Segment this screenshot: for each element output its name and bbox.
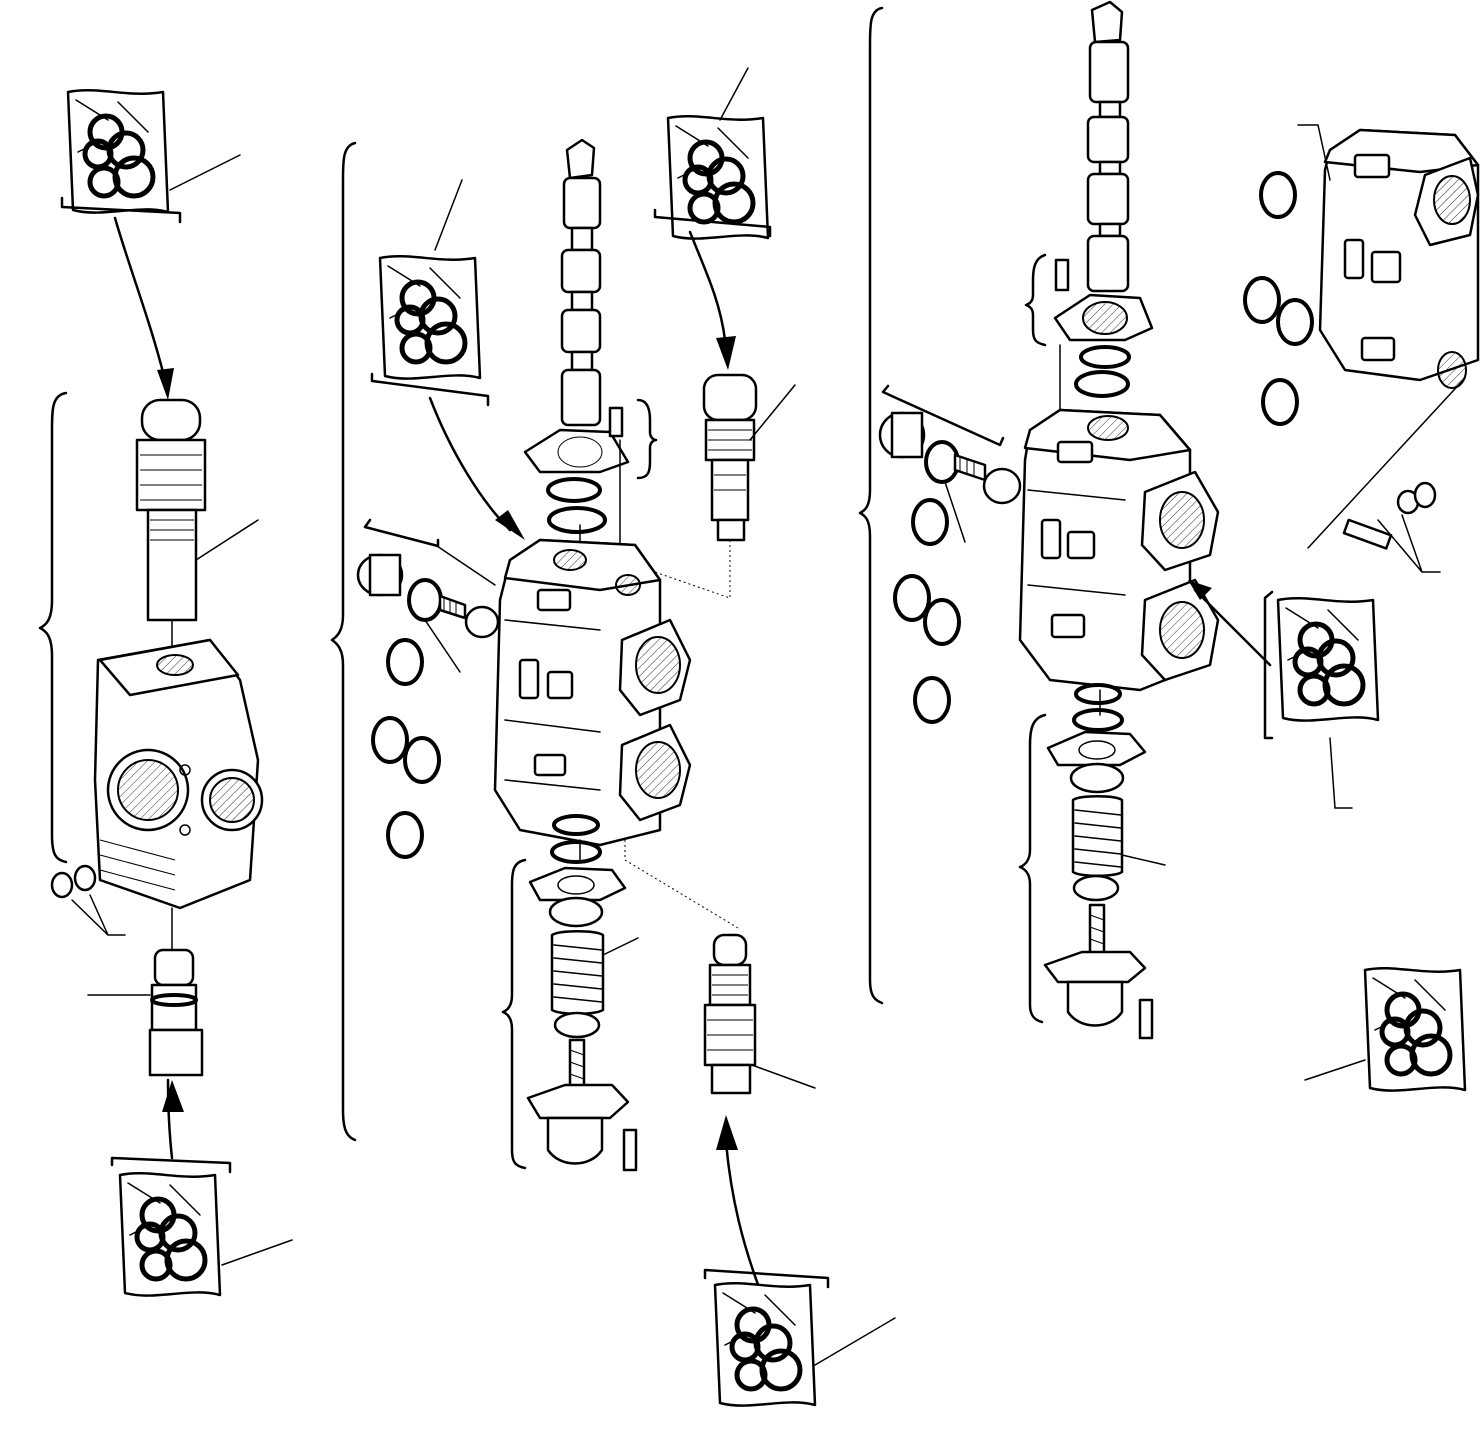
left-valve-section xyxy=(38,90,293,1295)
center-plug-brace xyxy=(363,518,440,548)
center-bottom-kit-brace xyxy=(703,1268,830,1289)
right-plug-brace xyxy=(881,384,1005,447)
right-mid-kit-arrow xyxy=(1193,588,1272,667)
right-spring-assembly xyxy=(1043,762,1154,1040)
right-bottom-kit-leader xyxy=(1304,1059,1366,1081)
left-relief-cartridge xyxy=(135,398,207,622)
center-left-arrow-head-icon xyxy=(495,510,525,540)
center-lower-brace xyxy=(501,858,527,1170)
center-oring-leader xyxy=(424,619,461,673)
center-seal-brace xyxy=(636,398,658,480)
center-spring-assembly xyxy=(526,896,638,1172)
center-cartridge-leader xyxy=(749,384,796,441)
center-lower-cartridge-leader xyxy=(751,1064,816,1089)
left-bottom-kit-leader xyxy=(221,1239,293,1266)
right-mid-seal-kit-icon xyxy=(1278,598,1378,720)
center-spool-upper xyxy=(560,138,602,427)
left-top-arrow-head-icon xyxy=(157,368,174,400)
center-loose-orings xyxy=(371,638,441,859)
center-left-kit-leader xyxy=(434,179,463,251)
right-seal-brace xyxy=(1024,253,1047,347)
center-lower-dotted-guide xyxy=(624,840,739,929)
left-section-brace xyxy=(38,391,68,864)
left-bottom-arrow-head-icon xyxy=(162,1080,184,1112)
right-section-brace xyxy=(858,6,884,1005)
right-lower-seals xyxy=(1046,683,1147,767)
left-bottom-kit-brace xyxy=(110,1156,232,1174)
right-side-plug xyxy=(878,411,1022,505)
center-right-arrow-head-icon xyxy=(716,336,736,370)
left-top-kit-brace xyxy=(60,196,182,224)
right-mid-kit-brace xyxy=(1263,590,1274,740)
left-nut-washer xyxy=(50,864,97,899)
right-remote-block xyxy=(1318,128,1480,389)
left-bottom-seal-kit-icon xyxy=(120,1173,220,1295)
right-valve-block xyxy=(1018,408,1220,692)
center-upper-cap xyxy=(523,406,630,534)
left-top-seal-kit-icon xyxy=(68,90,168,212)
center-spring-leader xyxy=(602,937,639,956)
right-remote-orings xyxy=(1243,171,1314,426)
left-nut-leader xyxy=(71,894,126,936)
right-oring-leader xyxy=(944,481,966,543)
center-side-plug xyxy=(356,553,500,639)
center-bottom-arrow-head-icon xyxy=(716,1115,738,1150)
right-tie-rod-leader xyxy=(1377,514,1441,573)
center-cartridge-dotted-guide xyxy=(619,540,731,599)
left-bottom-kit-arrow xyxy=(166,1078,174,1160)
center-left-seal-kit-icon xyxy=(380,256,480,378)
center-left-kit-brace xyxy=(370,372,490,407)
right-tie-rod-guide xyxy=(1307,377,1466,549)
center-lower-seals xyxy=(528,814,627,902)
center-valve-section xyxy=(330,67,896,1406)
center-right-kit-arrow xyxy=(688,230,727,342)
left-check-valve xyxy=(148,948,204,1077)
center-valve-block xyxy=(493,538,692,847)
left-top-kit-arrow xyxy=(113,216,167,382)
center-right-kit-brace xyxy=(653,208,772,238)
right-spool-upper xyxy=(1086,0,1130,293)
center-relief-cartridge xyxy=(702,373,758,542)
center-bottom-kit-arrow xyxy=(723,1128,762,1292)
right-valve-section xyxy=(858,0,1480,1091)
right-tie-rod-nut xyxy=(1342,481,1437,550)
right-spring-leader xyxy=(1121,854,1166,866)
center-lower-cartridge xyxy=(703,933,757,1095)
right-lower-brace xyxy=(1018,713,1047,1024)
left-top-kit-leader xyxy=(169,154,241,191)
left-valve-body xyxy=(93,638,264,910)
right-bottom-seal-kit-icon xyxy=(1365,968,1465,1090)
right-mid-arrow-head-icon xyxy=(1188,580,1212,600)
center-bottom-kit-leader xyxy=(814,1317,896,1366)
right-mid-kit-leader xyxy=(1329,737,1353,809)
right-remote-leader xyxy=(1297,124,1331,181)
right-loose-orings xyxy=(893,498,961,724)
left-cartridge-leader xyxy=(195,519,259,561)
center-plug-leader xyxy=(436,545,496,586)
center-left-kit-arrow xyxy=(428,396,512,532)
center-bottom-seal-kit-icon xyxy=(715,1283,815,1405)
center-section-brace xyxy=(330,141,357,1142)
right-upper-cap xyxy=(1053,258,1154,398)
center-right-kit-leader xyxy=(719,67,749,121)
